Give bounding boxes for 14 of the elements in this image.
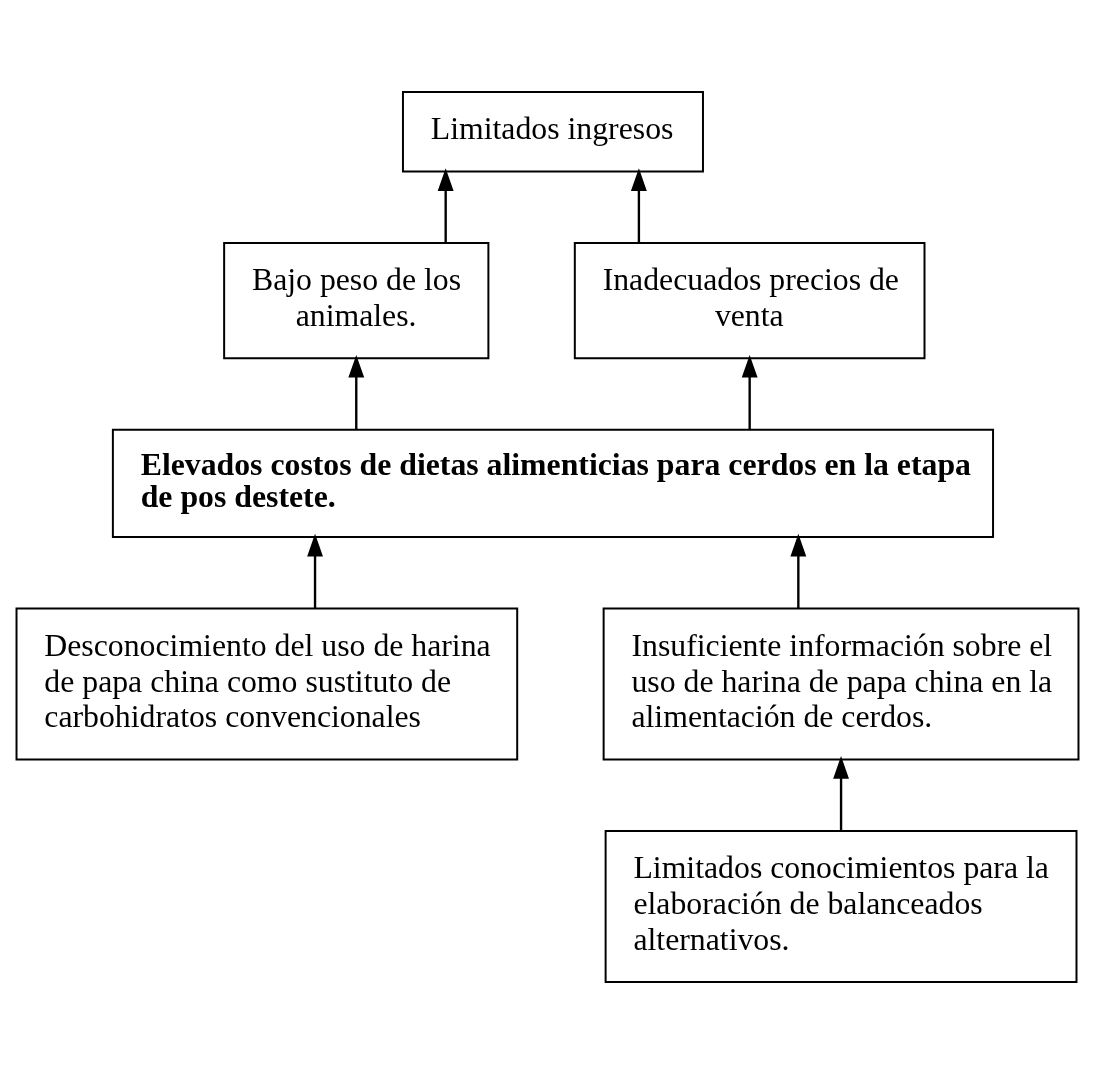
node-box: Limitados conocimientos para la elaboración de balanceados alternativos. (604, 829, 1078, 983)
node-box: Bajo peso de los animales. (223, 241, 490, 359)
node-box: Insuficiente información sobre el uso de harina de papa china en la alimentación de cerdos. (602, 607, 1080, 761)
node-box: Inadecuados precios de venta (573, 241, 926, 359)
arrow (833, 755, 849, 831)
node-box: Desconocimiento del uso de harina de papa china como sustituto de carbohidratos convencionales (15, 607, 519, 761)
arrow (741, 354, 758, 429)
arrow (348, 354, 365, 429)
node-box: Limitados ingresos (401, 90, 704, 172)
node-box: Elevados costos de dietas alimenticias para cerdos en la etapa de pos destete. (111, 428, 995, 538)
arrow (437, 167, 454, 242)
arrow (790, 533, 807, 608)
arrow (630, 167, 647, 242)
arrow (307, 533, 323, 608)
